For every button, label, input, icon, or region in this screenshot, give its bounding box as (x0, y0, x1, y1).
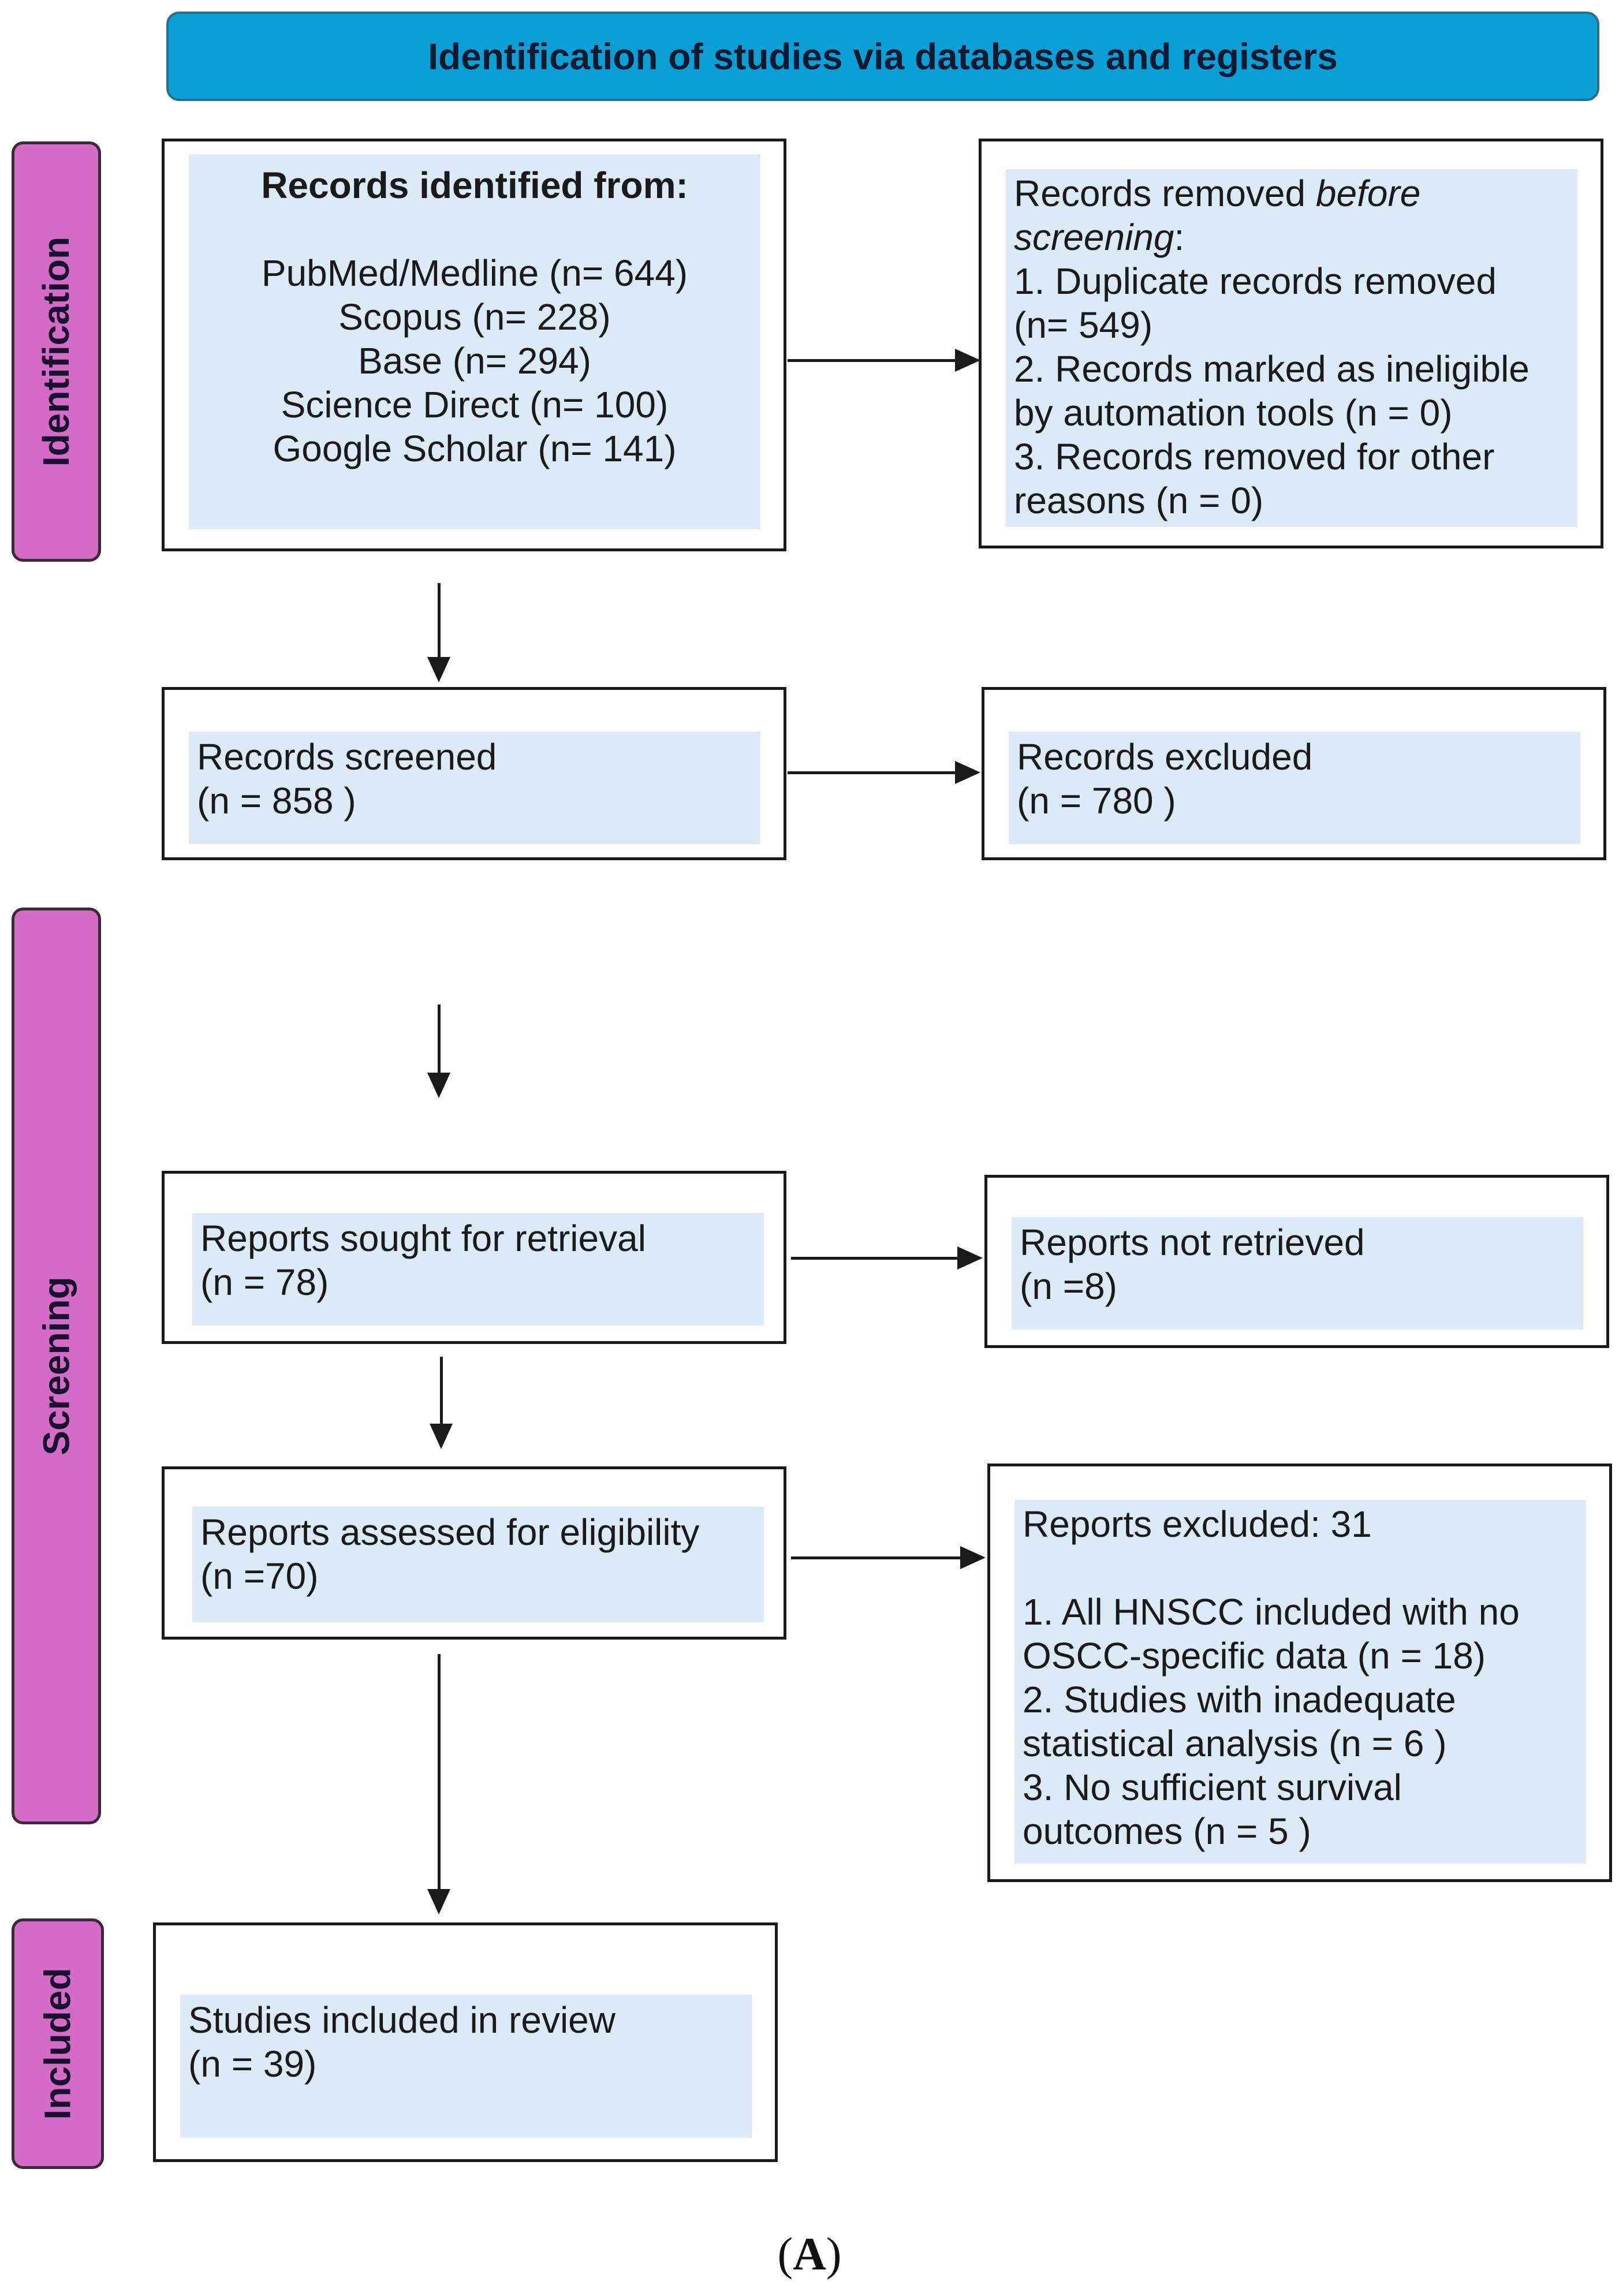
records-screened-count: (n = 858 ) (197, 780, 356, 822)
header-banner: Identification of studies via databases … (166, 12, 1599, 101)
arrow-sought-notretrieved-head (957, 1246, 983, 1270)
reports-assessed-fill: Reports assessed for eligibility (n =70) (192, 1507, 764, 1622)
arrow-screened-excluded-head (955, 761, 980, 784)
records-screened-fill: Records screened (n = 858 ) (189, 731, 760, 844)
excluded-line-4: statistical analysis (n = 6 ) (1023, 1723, 1447, 1764)
phase-included-label: Included (37, 1968, 79, 2120)
records-screened-box: Records screened (n = 858 ) (162, 687, 786, 860)
records-identified-box: Records identified from: PubMed/Medline … (162, 139, 786, 551)
records-identified-heading: Records identified from: (261, 165, 688, 206)
excluded-line-1: 1. All HNSCC included with no (1023, 1591, 1520, 1633)
reports-excluded-heading: Reports excluded: 31 (1023, 1503, 1372, 1545)
source-scopus: Scopus (n= 228) (338, 296, 611, 338)
arrow-assessed-included-head (427, 1889, 450, 1914)
records-removed-intro: Records removed before (1014, 171, 1569, 215)
spacer (1023, 1546, 1578, 1590)
records-screened-label: Records screened (197, 736, 497, 778)
studies-included-box: Studies included in review (n = 39) (153, 1922, 778, 2162)
records-excluded-fill: Records excluded (n = 780 ) (1009, 731, 1580, 844)
removed-line-6: reasons (n = 0) (1014, 480, 1264, 521)
arrow-assessed-excluded-head (960, 1546, 986, 1569)
phase-screening-label: Screening (35, 1276, 77, 1455)
records-excluded-box: Records excluded (n = 780 ) (982, 687, 1606, 860)
records-removed-intro-2: screening: (1014, 215, 1569, 259)
arrow-screened-excluded-line (788, 771, 956, 774)
arrow-sought-assessed-head (430, 1424, 453, 1449)
source-pubmed: PubMed/Medline (n= 644) (261, 252, 688, 294)
records-removed-box: Records removed before screening: 1. Dup… (979, 139, 1603, 548)
reports-not-retrieved-box: Reports not retrieved (n =8) (984, 1175, 1609, 1348)
studies-included-label: Studies included in review (188, 1999, 615, 2041)
reports-sought-label: Reports sought for retrieval (200, 1218, 646, 1259)
studies-included-count: (n = 39) (188, 2043, 317, 2085)
records-excluded-label: Records excluded (1017, 736, 1313, 778)
phase-identification-label: Identification (35, 236, 77, 467)
removed-line-4: by automation tools (n = 0) (1014, 392, 1453, 434)
caption-close: ) (826, 2229, 842, 2280)
intro-italic-screening: screening (1014, 216, 1174, 258)
records-excluded-count: (n = 780 ) (1017, 780, 1176, 822)
intro-plain: Records removed (1014, 173, 1316, 214)
arrow-identified-removed-line (788, 359, 956, 362)
arrow-assessed-excluded-line (791, 1556, 961, 1559)
caption-open: ( (777, 2229, 793, 2280)
records-removed-fill: Records removed before screening: 1. Dup… (1006, 169, 1577, 527)
arrow-identified-screened-head (427, 657, 450, 682)
reports-excluded-box: Reports excluded: 31 1. All HNSCC includ… (987, 1464, 1612, 1882)
header-title: Identification of studies via databases … (428, 35, 1338, 77)
reports-sought-fill: Reports sought for retrieval (n = 78) (192, 1213, 764, 1326)
removed-line-3: 2. Records marked as ineligible (1014, 348, 1530, 390)
source-base: Base (n= 294) (358, 340, 591, 382)
phase-included: Included (12, 1918, 104, 2169)
caption-letter: A (793, 2229, 826, 2280)
reports-sought-count: (n = 78) (200, 1261, 329, 1303)
arrow-identified-screened-line (438, 583, 441, 658)
excluded-line-2: OSCC-specific data (n = 18) (1023, 1635, 1486, 1677)
excluded-line-3: 2. Studies with inadequate (1023, 1679, 1456, 1720)
removed-line-2: (n= 549) (1014, 304, 1153, 346)
reports-excluded-fill: Reports excluded: 31 1. All HNSCC includ… (1014, 1500, 1586, 1864)
source-google-scholar: Google Scholar (n= 141) (273, 428, 677, 469)
studies-included-fill: Studies included in review (n = 39) (180, 1995, 752, 2138)
reports-not-retrieved-label: Reports not retrieved (1020, 1222, 1365, 1263)
arrow-assessed-included-line (438, 1654, 441, 1891)
arrow-screened-sought-line (438, 1005, 441, 1074)
arrow-sought-assessed-line (440, 1357, 443, 1426)
arrow-identified-removed-head (955, 349, 980, 372)
records-identified-fill: Records identified from: PubMed/Medline … (189, 154, 760, 529)
spacer (197, 207, 752, 251)
excluded-line-5: 3. No sufficient survival (1023, 1767, 1402, 1808)
reports-not-retrieved-count: (n =8) (1020, 1265, 1117, 1307)
reports-assessed-label: Reports assessed for eligibility (200, 1511, 700, 1553)
phase-screening: Screening (12, 908, 101, 1824)
reports-not-retrieved-fill: Reports not retrieved (n =8) (1012, 1217, 1583, 1330)
intro-italic-before: before (1315, 173, 1421, 214)
source-science-direct: Science Direct (n= 100) (281, 384, 669, 425)
phase-identification: Identification (12, 141, 101, 562)
reports-assessed-count: (n =70) (200, 1555, 319, 1597)
arrow-sought-notretrieved-line (791, 1257, 958, 1260)
arrow-screened-sought-head (427, 1073, 450, 1098)
figure-caption: (A) (0, 2228, 1619, 2281)
removed-line-5: 3. Records removed for other (1014, 436, 1495, 477)
reports-sought-box: Reports sought for retrieval (n = 78) (162, 1171, 786, 1344)
excluded-line-6: outcomes (n = 5 ) (1023, 1810, 1311, 1852)
reports-assessed-box: Reports assessed for eligibility (n =70) (162, 1466, 786, 1640)
intro-colon: : (1174, 216, 1185, 258)
removed-line-1: 1. Duplicate records removed (1014, 260, 1497, 302)
